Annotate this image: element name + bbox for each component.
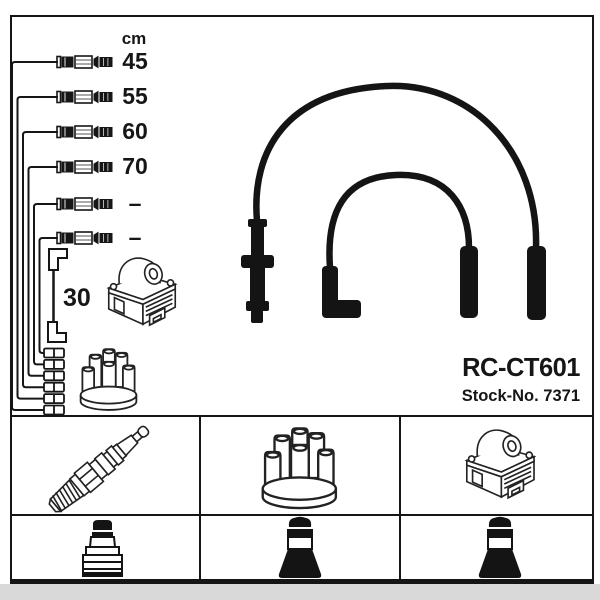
cable-length-label-4: 70	[122, 153, 148, 179]
cable-length-label-3: 60	[122, 118, 148, 144]
unit-header: cm	[121, 29, 147, 48]
image-border	[10, 15, 594, 584]
ignition-lead-photo-large	[241, 82, 546, 323]
stock-number: Stock-No. 7371	[461, 387, 580, 405]
grid-lines	[10, 415, 594, 580]
spark-plug-illustration	[48, 425, 150, 513]
product-code: RC-CT601	[462, 354, 580, 382]
terminal-connectors	[43, 347, 65, 416]
wire-bundle	[11, 61, 58, 411]
cable-length-label-1: 45	[122, 48, 148, 74]
plug-boot-cylindrical	[82, 520, 123, 577]
cable-length-label-6: –	[128, 224, 142, 250]
cable-length-label-5: –	[128, 190, 142, 216]
coil-wire-length-label: 30	[63, 284, 91, 312]
bottom-margin	[0, 584, 600, 600]
cable-length-label-2: 55	[122, 83, 148, 109]
coil-wire-30	[47, 248, 68, 343]
ignition-lead-photo-small	[322, 171, 478, 318]
